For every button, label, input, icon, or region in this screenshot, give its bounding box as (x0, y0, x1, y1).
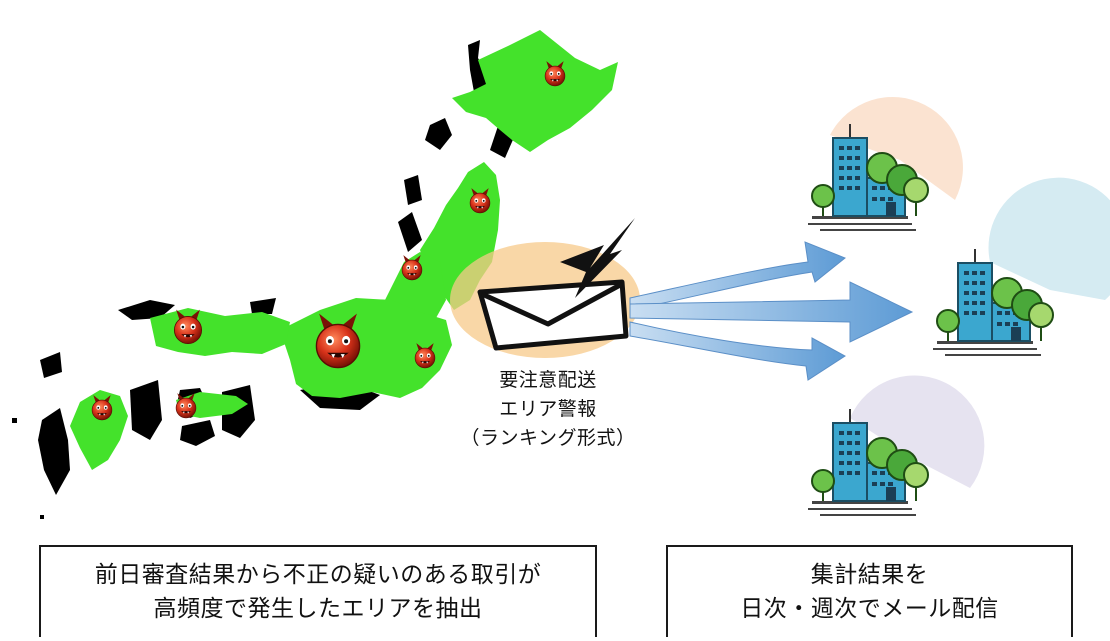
delivery-caption-line2: 日次・週次でメール配信 (740, 596, 999, 622)
mail-label-line2: エリア警報 (499, 398, 597, 420)
delivery-caption-box: 集計結果を 日次・週次でメール配信 (666, 545, 1073, 637)
arrow-right-icon (629, 281, 914, 343)
mail-label-line1: 要注意配送 (499, 369, 597, 391)
arrow-right-icon (629, 241, 846, 311)
mail-label-line3: （ランキング形式） (460, 427, 636, 449)
arrow-right-icon (629, 321, 846, 381)
extraction-caption-line1: 前日審査結果から不正の疑いのある取引が (94, 562, 542, 588)
delivery-caption-line1: 集計結果を (810, 562, 929, 588)
mail-alert-graphic (450, 218, 640, 358)
recipient-top (807, 97, 963, 232)
delivery-arrows (629, 241, 914, 381)
japan-map-icon (12, 30, 618, 519)
envelope-icon (477, 279, 629, 351)
recipient-bottom (807, 375, 985, 517)
extraction-caption-line2: 高頻度で発生したエリアを抽出 (153, 596, 483, 622)
recipient-middle (932, 177, 1110, 357)
extraction-caption-box: 前日審査結果から不正の疑いのある取引が 高頻度で発生したエリアを抽出 (39, 545, 597, 637)
alert-mail-label: 要注意配送 エリア警報 （ランキング形式） (448, 366, 648, 453)
lightning-icon (560, 218, 635, 298)
